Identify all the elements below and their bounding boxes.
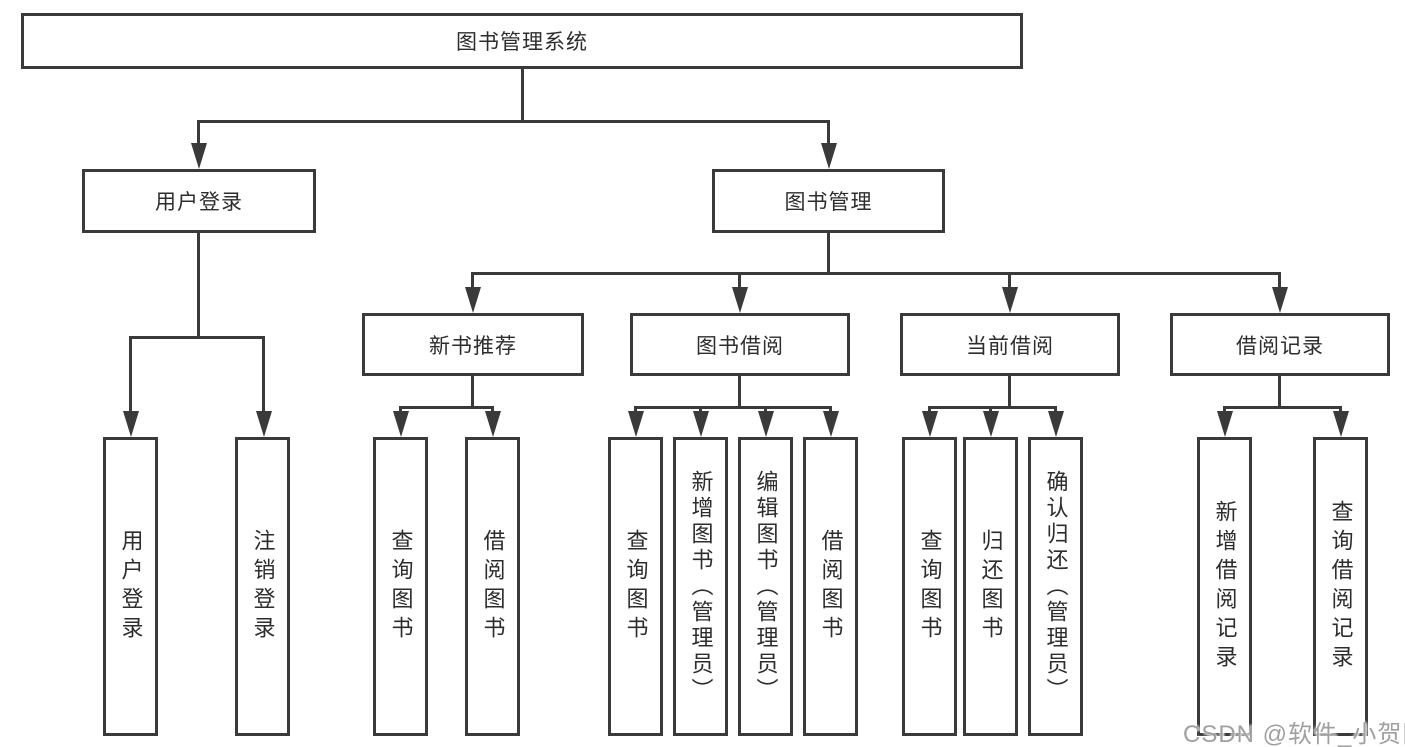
node-user-login: 用户登录 — [82, 169, 316, 233]
leaf-label: 归还图书 — [978, 528, 1004, 645]
connector-line — [471, 272, 474, 289]
connector-line — [1054, 406, 1057, 413]
arrow-down-icon — [983, 411, 999, 437]
connector-line — [129, 336, 132, 411]
arrow-down-icon — [256, 411, 272, 437]
leaf-label: 查询图书 — [388, 528, 414, 645]
leaf-confirm-return-admin: 确认归还（管理员） — [1028, 437, 1083, 736]
connector-line — [399, 406, 494, 409]
leaf-label: 查询图书 — [623, 528, 649, 645]
arrow-down-icon — [823, 411, 839, 437]
arrow-down-icon — [1333, 411, 1349, 437]
connector-line — [1223, 406, 1342, 409]
arrow-down-icon — [485, 411, 501, 437]
connector-line — [1278, 376, 1281, 406]
leaf-add-borrow-record: 新增借阅记录 — [1197, 437, 1252, 736]
leaf-label: 编辑图书（管理员） — [753, 469, 779, 704]
connector-line — [1008, 376, 1011, 406]
connector-line — [827, 233, 830, 272]
connector-line — [827, 120, 830, 145]
leaf-query-borrow-record: 查询借阅记录 — [1313, 437, 1368, 736]
arrow-down-icon — [393, 411, 409, 437]
leaf-borrow-borrow-books: 借阅图书 — [803, 437, 858, 736]
node-label: 用户登录 — [155, 191, 243, 214]
connector-line — [471, 376, 474, 406]
node-current-borrowing: 当前借阅 — [900, 313, 1120, 376]
connector-line — [764, 406, 767, 413]
connector-line — [1008, 272, 1011, 289]
leaf-recommend-query-books: 查询图书 — [373, 437, 428, 736]
arrow-down-icon — [693, 411, 709, 437]
connector-line — [471, 272, 1281, 275]
connector-line — [197, 233, 200, 336]
leaf-borrow-query-books: 查询图书 — [608, 437, 663, 736]
node-label: 借阅记录 — [1236, 334, 1324, 358]
connector-line — [399, 406, 402, 413]
node-label: 图书借阅 — [696, 334, 784, 358]
leaf-label: 注销登录 — [250, 528, 276, 645]
leaf-label: 用户登录 — [118, 528, 144, 645]
leaf-current-query-books: 查询图书 — [902, 437, 957, 736]
leaf-label: 新增图书（管理员） — [688, 469, 714, 704]
arrow-down-icon — [1048, 411, 1064, 437]
csdn-watermark: CSDN @软件_小贺同学 — [1183, 721, 1405, 747]
connector-line — [262, 336, 265, 411]
arrow-down-icon — [922, 411, 938, 437]
connector-line — [521, 69, 524, 120]
leaf-label: 借阅图书 — [818, 528, 844, 645]
node-book-borrowing: 图书借阅 — [630, 313, 850, 376]
node-label: 图书管理 — [784, 191, 873, 214]
connector-line — [829, 406, 832, 413]
leaf-recommend-borrow-books: 借阅图书 — [465, 437, 520, 736]
arrow-down-icon — [628, 411, 644, 437]
arrow-down-icon — [732, 287, 748, 313]
leaf-edit-books-admin: 编辑图书（管理员） — [738, 437, 793, 736]
connector-line — [634, 406, 637, 413]
node-borrowing-records: 借阅记录 — [1170, 313, 1390, 376]
leaf-label: 查询图书 — [917, 528, 943, 645]
arrow-down-icon — [758, 411, 774, 437]
node-label: 当前借阅 — [966, 334, 1054, 358]
connector-line — [989, 406, 992, 413]
connector-line — [928, 406, 931, 413]
leaf-label: 查询借阅记录 — [1328, 499, 1354, 674]
arrow-down-icon — [191, 143, 207, 169]
connector-line — [197, 120, 200, 145]
node-library-management-system: 图书管理系统 — [21, 13, 1023, 69]
connector-line — [738, 376, 741, 406]
node-label: 新书推荐 — [429, 334, 517, 358]
arrow-down-icon — [1217, 411, 1233, 437]
connector-line — [738, 272, 741, 289]
leaf-logout: 注销登录 — [235, 437, 290, 736]
leaf-add-books-admin: 新增图书（管理员） — [673, 437, 728, 736]
arrow-down-icon — [821, 143, 837, 169]
connector-line — [699, 406, 702, 413]
connector-line — [1278, 272, 1281, 289]
node-book-management: 图书管理 — [712, 169, 945, 233]
connector-line — [491, 406, 494, 413]
leaf-label: 借阅图书 — [480, 528, 506, 645]
arrow-down-icon — [123, 411, 139, 437]
connector-line — [928, 406, 1057, 409]
connector-line — [1339, 406, 1342, 413]
node-label: 图书管理系统 — [456, 31, 588, 54]
connector-line — [1223, 406, 1226, 413]
connector-line — [129, 336, 265, 339]
leaf-return-books: 归还图书 — [963, 437, 1018, 736]
leaf-label: 新增借阅记录 — [1212, 499, 1238, 674]
arrow-down-icon — [465, 287, 481, 313]
leaf-label: 确认归还（管理员） — [1043, 469, 1069, 704]
arrow-down-icon — [1272, 287, 1288, 313]
connector-line — [634, 406, 832, 409]
connector-line — [197, 120, 830, 123]
leaf-user-login: 用户登录 — [103, 437, 158, 736]
arrow-down-icon — [1002, 287, 1018, 313]
node-new-book-recommend: 新书推荐 — [362, 313, 584, 376]
